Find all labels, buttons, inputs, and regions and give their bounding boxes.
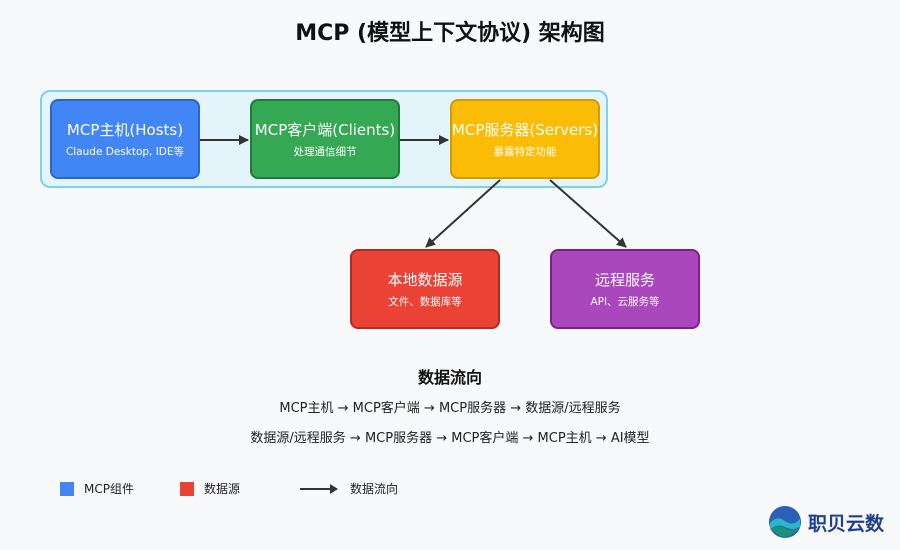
arrow-server-to-remote: [549, 179, 627, 248]
legend-swatch-red: [180, 481, 194, 496]
node-title: MCP客户端(Clients): [254, 120, 396, 139]
node-local-data-source: 本地数据源 文件、数据库等: [350, 249, 500, 329]
data-flow-response-line: 数据源/远程服务 → MCP服务器 → MCP客户端 → MCP主机 → AI模…: [250, 431, 650, 446]
legend-label: 数据流向: [350, 482, 399, 496]
legend-mcp-components: MCP组件: [60, 480, 134, 497]
node-mcp-server: MCP服务器(Servers) 暴露特定功能: [450, 99, 600, 179]
data-flow-heading: 数据流向: [417, 368, 482, 387]
node-title: MCP主机(Hosts): [66, 120, 184, 139]
wave-globe-icon: [769, 506, 801, 538]
brand-name: 职贝云数: [808, 512, 885, 535]
legend-data-source: 数据源: [180, 480, 240, 497]
data-flow-request-line: MCP主机 → MCP客户端 → MCP服务器 → 数据源/远程服务: [279, 401, 621, 416]
node-subtitle: Claude Desktop, IDE等: [65, 145, 185, 158]
legend-data-flow: 数据流向: [300, 480, 398, 497]
node-mcp-host: MCP主机(Hosts) Claude Desktop, IDE等: [50, 99, 200, 179]
legend-label: MCP组件: [84, 482, 134, 496]
arrow-server-to-local: [425, 179, 501, 248]
node-mcp-client: MCP客户端(Clients) 处理通信细节: [250, 99, 400, 179]
brand-logo: 职贝云数: [768, 505, 884, 539]
legend-swatch-blue: [60, 481, 74, 496]
node-title: 远程服务: [594, 270, 655, 289]
node-subtitle: 处理通信细节: [293, 145, 357, 158]
node-subtitle: 暴露特定功能: [493, 145, 557, 158]
node-subtitle: 文件、数据库等: [388, 295, 462, 308]
diagram-title: MCP (模型上下文协议) 架构图: [295, 21, 605, 46]
node-remote-service: 远程服务 API、云服务等: [550, 249, 700, 329]
node-title: MCP服务器(Servers): [451, 120, 599, 139]
legend-label: 数据源: [204, 482, 241, 496]
node-subtitle: API、云服务等: [590, 295, 660, 308]
node-title: 本地数据源: [387, 270, 463, 289]
arrow-icon: [300, 483, 338, 494]
